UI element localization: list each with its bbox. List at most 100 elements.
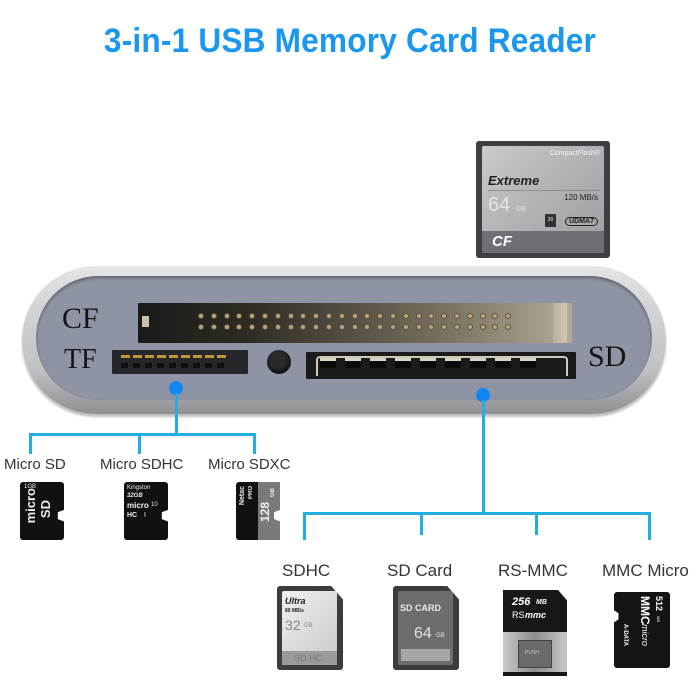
micro-sdxc-pro: PRO — [248, 486, 254, 500]
micro-sd-label: Micro SD — [4, 456, 66, 473]
sd-card-face: SD CARD 64 GB — [398, 591, 453, 665]
cf-pin — [325, 313, 332, 319]
cf-pin — [261, 324, 268, 330]
micro-sdhc-class: 10 — [151, 502, 158, 508]
tf-slot-label: TF — [64, 344, 97, 375]
micro-sdhc-uhs: I — [144, 512, 146, 519]
sd-connector-branch — [535, 512, 538, 535]
cf-slot[interactable] — [138, 303, 572, 343]
micro-sdxc-label: Micro SDXC — [208, 456, 291, 473]
tf-pin — [133, 355, 142, 358]
cf-pin — [377, 324, 384, 330]
cf-pin — [428, 313, 435, 319]
micro-sdhc-hc: HC — [127, 512, 138, 519]
cf-pin — [377, 313, 384, 319]
cf-pin — [313, 313, 320, 319]
cf-divider — [488, 190, 600, 191]
cf-pin — [274, 324, 281, 330]
sd-slot-label: SD — [588, 340, 627, 373]
tf-hole — [193, 363, 200, 368]
sdhc-card-band — [282, 651, 337, 665]
cf-speed-text: 120 MB/s — [564, 193, 598, 202]
tf-slot[interactable] — [112, 350, 248, 374]
cf-pin — [479, 324, 486, 330]
tf-hole — [217, 363, 224, 368]
cf-pin — [364, 313, 371, 319]
cf-pin — [325, 324, 332, 330]
micro-sdxc-brand: Netac — [239, 486, 246, 506]
sd-connector-stem — [482, 400, 485, 513]
tf-connector-branch — [138, 433, 141, 454]
tf-pin — [217, 355, 226, 358]
mmc-micro-capacity: 512 — [654, 596, 664, 612]
led-indicator-icon — [267, 350, 291, 374]
cf-pin — [223, 324, 230, 330]
sd-connector-bar — [303, 512, 650, 515]
sd-slot[interactable] — [306, 352, 576, 379]
tf-slot-pins — [121, 355, 226, 358]
sd-card-label: SD Card — [387, 561, 453, 580]
sd-contact — [520, 358, 536, 368]
rs-mmc-unit: MB — [536, 599, 547, 606]
cf-pin — [313, 324, 320, 330]
sd-card-title: SD CARD — [400, 603, 442, 613]
rs-mmc-push-text: PUSH — [525, 650, 539, 656]
cf-pin — [198, 324, 204, 330]
cf-type-text: CF — [492, 233, 512, 250]
cf-pin — [210, 324, 217, 330]
tf-hole — [133, 363, 140, 368]
micro-sdhc-brand: Kingston — [127, 485, 151, 491]
rs-mmc-label: RS-MMC — [498, 561, 568, 580]
tf-slot-holes — [121, 363, 224, 368]
sd-slot-marker-dot — [476, 388, 490, 402]
micro-sdxc-capacity: 128 — [258, 502, 272, 523]
sd-slot-contacts — [320, 358, 536, 368]
cf-capacity: 64 GB — [488, 194, 526, 217]
cf-pin — [249, 324, 256, 330]
micro-sdhc-card: Kingston 32GB micro HC I 10 — [124, 482, 168, 540]
tf-hole — [121, 363, 128, 368]
tf-pin — [157, 355, 166, 358]
tf-hole — [181, 363, 188, 368]
tf-hole — [157, 363, 164, 368]
cf-pin — [402, 324, 409, 330]
tf-pin — [193, 355, 202, 358]
cf-pin — [415, 324, 422, 330]
cf-pin — [198, 313, 204, 319]
tf-connector-stem — [175, 393, 178, 434]
sd-contact — [320, 358, 336, 368]
sd-contact — [445, 358, 461, 368]
sd-card: SD CARD 64 GB — [393, 586, 459, 670]
vpg-icon: 20 — [545, 214, 556, 227]
cf-pin — [338, 313, 345, 319]
sd-contact — [495, 358, 511, 368]
cf-pin — [338, 324, 345, 330]
cf-pin — [505, 313, 512, 319]
cf-pin — [389, 324, 396, 330]
micro-sd-card-sd: SD — [38, 500, 53, 519]
sd-contact — [420, 358, 436, 368]
cf-slot-label: CF — [62, 302, 99, 335]
mmc-micro-unit: MB — [656, 616, 661, 622]
cf-capacity-unit: GB — [515, 206, 526, 213]
cf-pin — [236, 324, 243, 330]
micro-sd-card-capacity: 1GB — [24, 484, 37, 490]
cf-pin — [287, 313, 294, 319]
udma-badge: UDMA7 — [565, 217, 598, 226]
micro-sdhc-logo: micro — [127, 501, 149, 510]
cf-pin — [441, 313, 448, 319]
cf-pin — [210, 313, 217, 319]
rs-mmc-capacity: 256 — [512, 596, 531, 608]
sd-contact — [345, 358, 361, 368]
sdhc-card-capacity: 32 — [285, 617, 301, 633]
cf-pin — [415, 313, 422, 319]
sd-contact — [395, 358, 411, 368]
tf-hole — [169, 363, 176, 368]
micro-sd-card: micro SD 1GB — [20, 482, 64, 540]
cf-pin — [287, 324, 294, 330]
cf-pin — [428, 324, 435, 330]
sd-contact — [370, 358, 386, 368]
mmc-micro-micro: micro — [640, 624, 650, 646]
sd-connector-branch — [648, 512, 651, 540]
micro-sd-card-text: micro — [23, 488, 38, 524]
